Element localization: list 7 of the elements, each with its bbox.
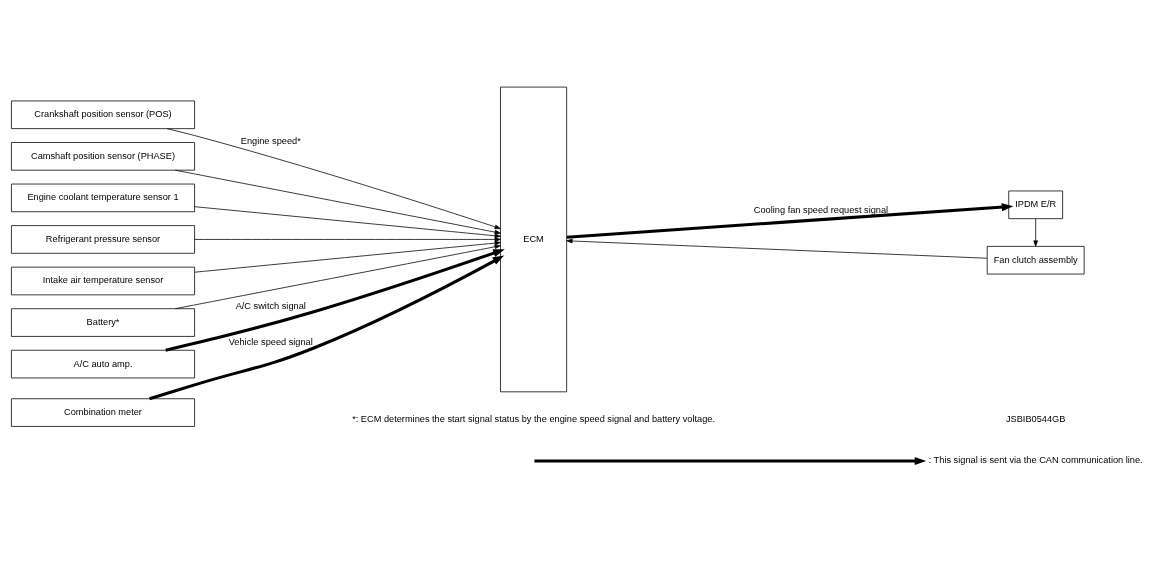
label: *: ECM determines the start signal status by the engine speed signal and battery voltage. [352,413,715,424]
edge-label: A/C switch signal [235,300,306,311]
edge-label: Engine speed* [240,135,301,146]
edge-label: Vehicle speed signal [228,336,313,347]
label: JSBIB0544GB [1005,413,1066,424]
edge-label: Cooling fan speed request signal [753,204,889,215]
legend-label: : This signal is sent via the CAN communication line. [928,454,1143,465]
